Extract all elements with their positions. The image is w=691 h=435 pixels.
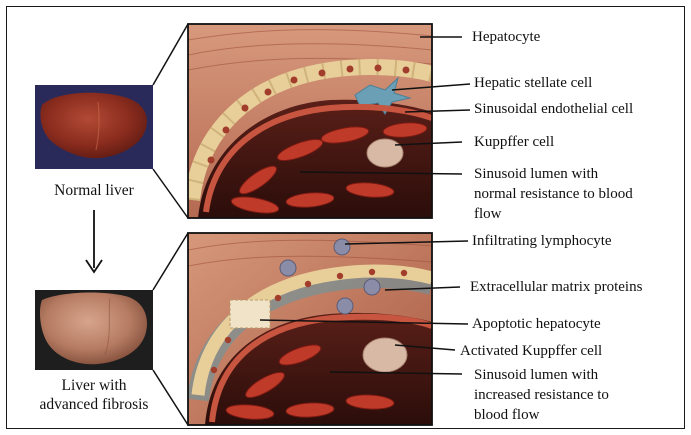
label-hepatic-stellate-cell: Hepatic stellate cell xyxy=(474,74,592,92)
fibrotic-sinusoid-panel xyxy=(188,233,432,425)
label-sinusoid-lumen-normal-line1: Sinusoid lumen with xyxy=(474,165,598,183)
normal-liver-photo xyxy=(35,85,153,169)
label-sinusoid-lumen-fibrotic-line3: blood flow xyxy=(474,406,539,424)
normal-sinusoid-panel xyxy=(188,24,432,218)
label-hepatocyte: Hepatocyte xyxy=(472,28,540,46)
zoom-lines xyxy=(153,24,188,425)
label-sinusoidal-endothelial-cell: Sinusoidal endothelial cell xyxy=(474,100,633,118)
progression-arrow xyxy=(86,210,102,272)
label-kupffer-cell: Kuppffer cell xyxy=(474,133,554,151)
label-apoptotic-hepatocyte: Apoptotic hepatocyte xyxy=(472,315,601,333)
fibrotic-liver-caption-line2: advanced fibrosis xyxy=(28,395,160,414)
fibrotic-liver-photo xyxy=(35,290,153,370)
fibrotic-liver-caption-line1: Liver with xyxy=(28,376,160,395)
label-activated-kupffer-cell: Activated Kuppffer cell xyxy=(460,342,602,360)
normal-liver-caption: Normal liver xyxy=(32,181,156,200)
label-sinusoid-lumen-normal-line3: flow xyxy=(474,205,502,223)
label-sinusoid-lumen-fibrotic-line1: Sinusoid lumen with xyxy=(474,366,598,384)
label-sinusoid-lumen-fibrotic-line2: increased resistance to xyxy=(474,386,609,404)
label-infiltrating-lymphocyte: Infiltrating lymphocyte xyxy=(472,232,612,250)
label-extracellular-matrix-proteins: Extracellular matrix proteins xyxy=(470,278,642,296)
label-sinusoid-lumen-normal-line2: normal resistance to blood xyxy=(474,185,633,203)
